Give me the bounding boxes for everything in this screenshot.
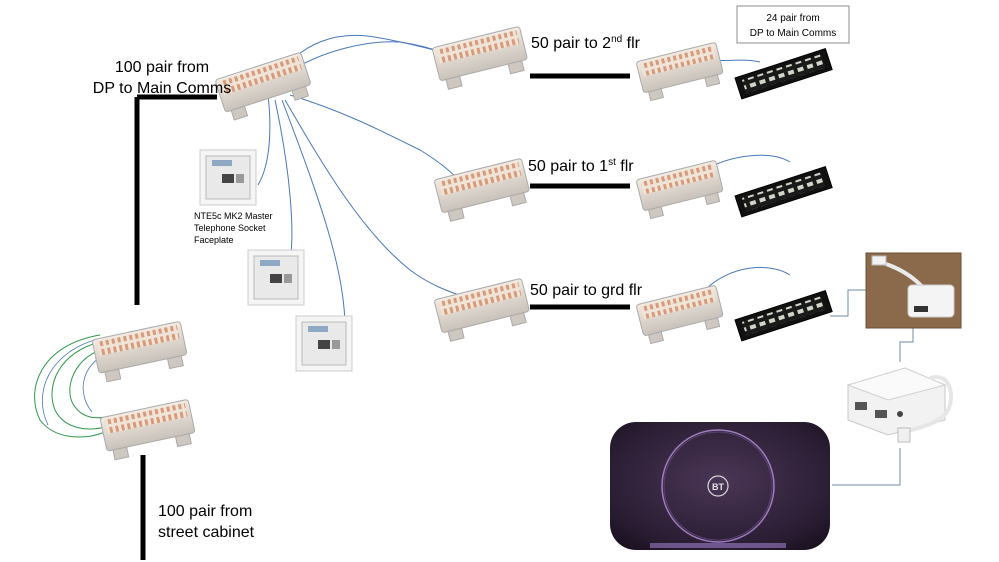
- bt-router-photo: [607, 420, 832, 553]
- floor1-floor-block: [636, 160, 724, 220]
- jumper-3: [69, 349, 111, 419]
- floor2-floor-block: [636, 42, 724, 102]
- jumper-1: [34, 334, 106, 438]
- patch-panel-floorg: [734, 290, 833, 342]
- cable-main-to-socket1: [257, 94, 271, 186]
- socket-label-line3: Faceplate: [194, 235, 234, 245]
- router-connectors: [830, 289, 914, 486]
- socket-faceplate-2: [247, 249, 305, 306]
- router-logo-text: BT: [712, 482, 724, 492]
- socket-label-line2: Telephone Socket: [194, 223, 266, 233]
- comms-note-box: [736, 5, 850, 44]
- socket-faceplate-1: [199, 149, 257, 206]
- floor1-dp-block: [434, 158, 530, 222]
- floorg-floor-block: [636, 285, 724, 345]
- cable-main-to-socket3: [281, 99, 346, 329]
- blue-jumpers: [41, 337, 103, 426]
- floor1-label-sup: st: [608, 157, 616, 168]
- floor1-label-end: flr: [616, 158, 634, 175]
- cable-main-to-floorg: [284, 99, 463, 297]
- floor2-label: 50 pair to 2nd flr: [531, 34, 641, 52]
- street-label-line2: street cabinet: [158, 524, 255, 541]
- comms-note-line2: DP to Main Comms: [750, 28, 837, 39]
- microfilter-photo: [842, 362, 953, 448]
- connector-filter-to-router: [832, 448, 901, 486]
- patch-panel-floor2: [734, 48, 833, 100]
- socket-faceplate-3: [295, 315, 353, 372]
- cable-main-to-socket2: [274, 99, 293, 263]
- street-label-line1: 100 pair from: [158, 503, 252, 520]
- comms-note-line1: 24 pair from: [766, 13, 819, 24]
- floorg-dp-block: [434, 278, 530, 342]
- rj11-adapter-photo: [865, 252, 962, 329]
- jumper-4: [41, 337, 103, 426]
- floor1-label: 50 pair to 1st flr: [528, 157, 634, 175]
- trunk-lines: [134, 73, 630, 560]
- router-ring: [661, 429, 775, 543]
- floor2-label-sup: nd: [611, 34, 622, 45]
- floor2-dp-block: [432, 26, 528, 90]
- patch-panel-floor1: [734, 166, 833, 218]
- street-block-upper: [92, 321, 188, 383]
- connector-adapter-to-filter: [899, 328, 914, 362]
- floorg-label: 50 pair to grd flr: [530, 282, 643, 299]
- street-block-lower: [100, 399, 196, 461]
- floor1-label-text: 50 pair to 1: [528, 158, 608, 175]
- filter-cable: [904, 375, 953, 434]
- dp-label-line1: 100 pair from: [115, 59, 209, 76]
- green-jumpers: [34, 334, 111, 438]
- dp-label-line2: DP to Main Comms: [93, 80, 231, 97]
- jumper-2: [51, 341, 109, 430]
- connector-panel-to-adapter: [830, 289, 866, 317]
- floor2-label-text: 50 pair to 2: [531, 35, 611, 52]
- cable-main-to-floor1: [289, 94, 461, 183]
- cable-floorg-to-panel: [704, 266, 791, 291]
- main-comms-block: [215, 52, 311, 121]
- socket-label-line1: NTE5c MK2 Master: [194, 211, 273, 221]
- floor2-label-end: flr: [622, 35, 640, 52]
